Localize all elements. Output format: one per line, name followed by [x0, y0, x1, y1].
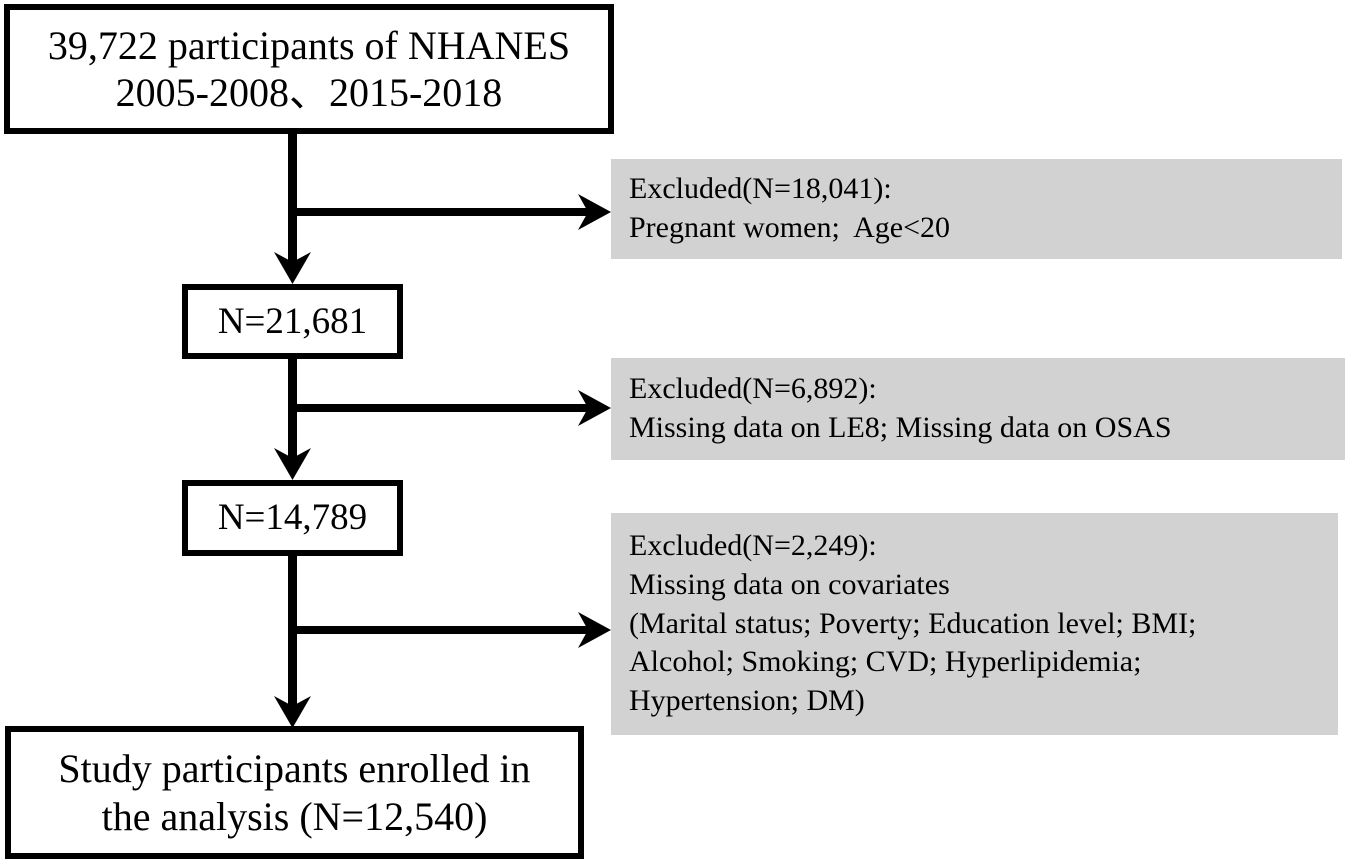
exclusion-panel-1: Excluded(N=18,041): Pregnant women; Age<… [611, 159, 1342, 259]
branch-arrowheads [578, 194, 611, 648]
down-arrowheads [274, 252, 311, 728]
node-final-sample-line2: the analysis (N=12,540) [101, 793, 488, 839]
node-final-sample-line1: Study participants enrolled in [58, 746, 531, 792]
exclusion-panel-1-line1: Excluded(N=18,041): [629, 172, 892, 206]
down-arrowhead-2 [274, 448, 311, 480]
node-stage-1-count: N=21,681 [182, 284, 403, 359]
exclusion-panel-3-line1: Excluded(N=2,249): [629, 529, 877, 563]
down-arrowhead-3 [274, 696, 311, 728]
down-arrowhead-1 [274, 252, 311, 284]
node-final-sample: Study participants enrolled in the analy… [5, 726, 584, 859]
node-total-participants: 39,722 participants of NHANES 2005-2008、… [4, 4, 614, 134]
node-total-participants-line1: 39,722 participants of NHANES [47, 22, 571, 68]
exclusion-panel-3-line4: Alcohol; Smoking; CVD; Hyperlipidemia; [629, 645, 1142, 679]
exclusion-panel-3: Excluded(N=2,249): Missing data on covar… [611, 513, 1338, 735]
node-stage-1-count-line1: N=21,681 [217, 300, 368, 342]
branch-arrowhead-1 [578, 194, 611, 230]
branch-arrowhead-3 [578, 612, 611, 648]
node-stage-2-count-line1: N=14,789 [217, 497, 368, 539]
exclusion-panel-3-line3: (Marital status; Poverty; Education leve… [629, 606, 1197, 640]
exclusion-panel-2: Excluded(N=6,892): Missing data on LE8; … [611, 358, 1345, 460]
exclusion-panel-2-line2: Missing data on LE8; Missing data on OSA… [629, 411, 1172, 444]
exclusion-panel-2-line1: Excluded(N=6,892): [629, 372, 877, 406]
node-stage-2-count: N=14,789 [182, 480, 403, 556]
exclusion-panel-3-line2: Missing data on covariates [629, 567, 950, 601]
exclusion-panel-1-line2: Pregnant women; Age<20 [629, 211, 951, 244]
node-total-participants-line2: 2005-2008、2015-2018 [115, 70, 503, 115]
exclusion-panel-3-line5: Hypertension; DM) [629, 684, 865, 718]
branch-lines [292, 208, 588, 634]
branch-arrowhead-2 [578, 390, 611, 426]
